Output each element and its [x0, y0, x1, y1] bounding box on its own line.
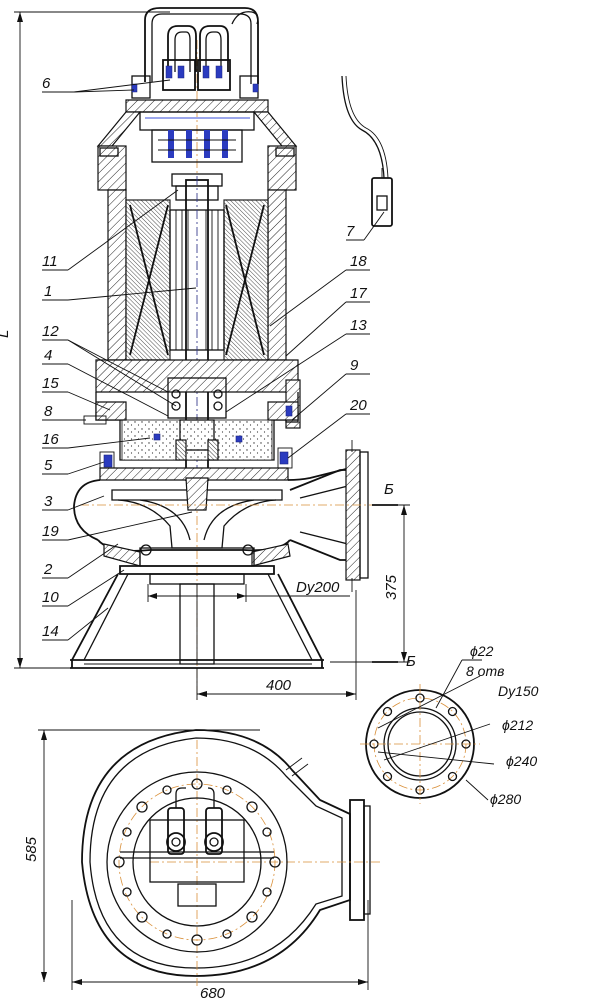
dim-400: 400 [266, 677, 292, 694]
label-19: 19 [42, 523, 59, 540]
label-15: 15 [42, 375, 59, 392]
label-13: 13 [350, 317, 367, 334]
label-20: 20 [349, 397, 367, 414]
pump-section-view: Dy200 375 Б Б 400 [70, 7, 416, 700]
dim-L-text: L [0, 330, 12, 338]
section-mark-top: Б [384, 481, 394, 498]
label-7: 7 [346, 223, 355, 240]
label-6: 6 [42, 75, 51, 92]
label-9: 9 [350, 357, 359, 374]
label-11: 11 [42, 253, 58, 270]
plan-view: 585 680 [23, 729, 380, 1000]
label-5: 5 [44, 457, 53, 474]
label-3: 3 [44, 493, 53, 510]
label-10: 10 [42, 589, 59, 606]
flange-holes-count: 8 отв [466, 663, 504, 679]
flange-nominal: Dy150 [498, 683, 539, 699]
label-18: 18 [350, 253, 367, 270]
label-2: 2 [43, 561, 53, 578]
flange-detail-view: ϕ22 8 отв Dy150 ϕ212 ϕ240 ϕ280 [360, 643, 539, 807]
label-12: 12 [42, 323, 59, 340]
float-switch [341, 75, 393, 227]
label-16: 16 [42, 431, 59, 448]
flange-d212: ϕ212 [502, 717, 533, 733]
dimension-L: L [0, 11, 170, 669]
label-14: 14 [42, 623, 59, 640]
dim-585: 585 [23, 836, 40, 862]
dim-375: 375 [383, 574, 400, 600]
flange-d240: ϕ240 [506, 753, 537, 769]
flange-hole-dia: ϕ22 [470, 643, 494, 659]
label-1: 1 [44, 283, 52, 300]
part-labels: 6 7 11 1 18 17 12 13 4 9 [42, 75, 385, 641]
dim-dy200: Dy200 [296, 579, 340, 596]
dim-680: 680 [200, 985, 226, 1000]
label-17: 17 [350, 285, 367, 302]
label-4: 4 [44, 347, 52, 364]
label-8: 8 [44, 403, 53, 420]
flange-d280: ϕ280 [490, 791, 521, 807]
section-mark-bottom: Б [406, 653, 416, 670]
